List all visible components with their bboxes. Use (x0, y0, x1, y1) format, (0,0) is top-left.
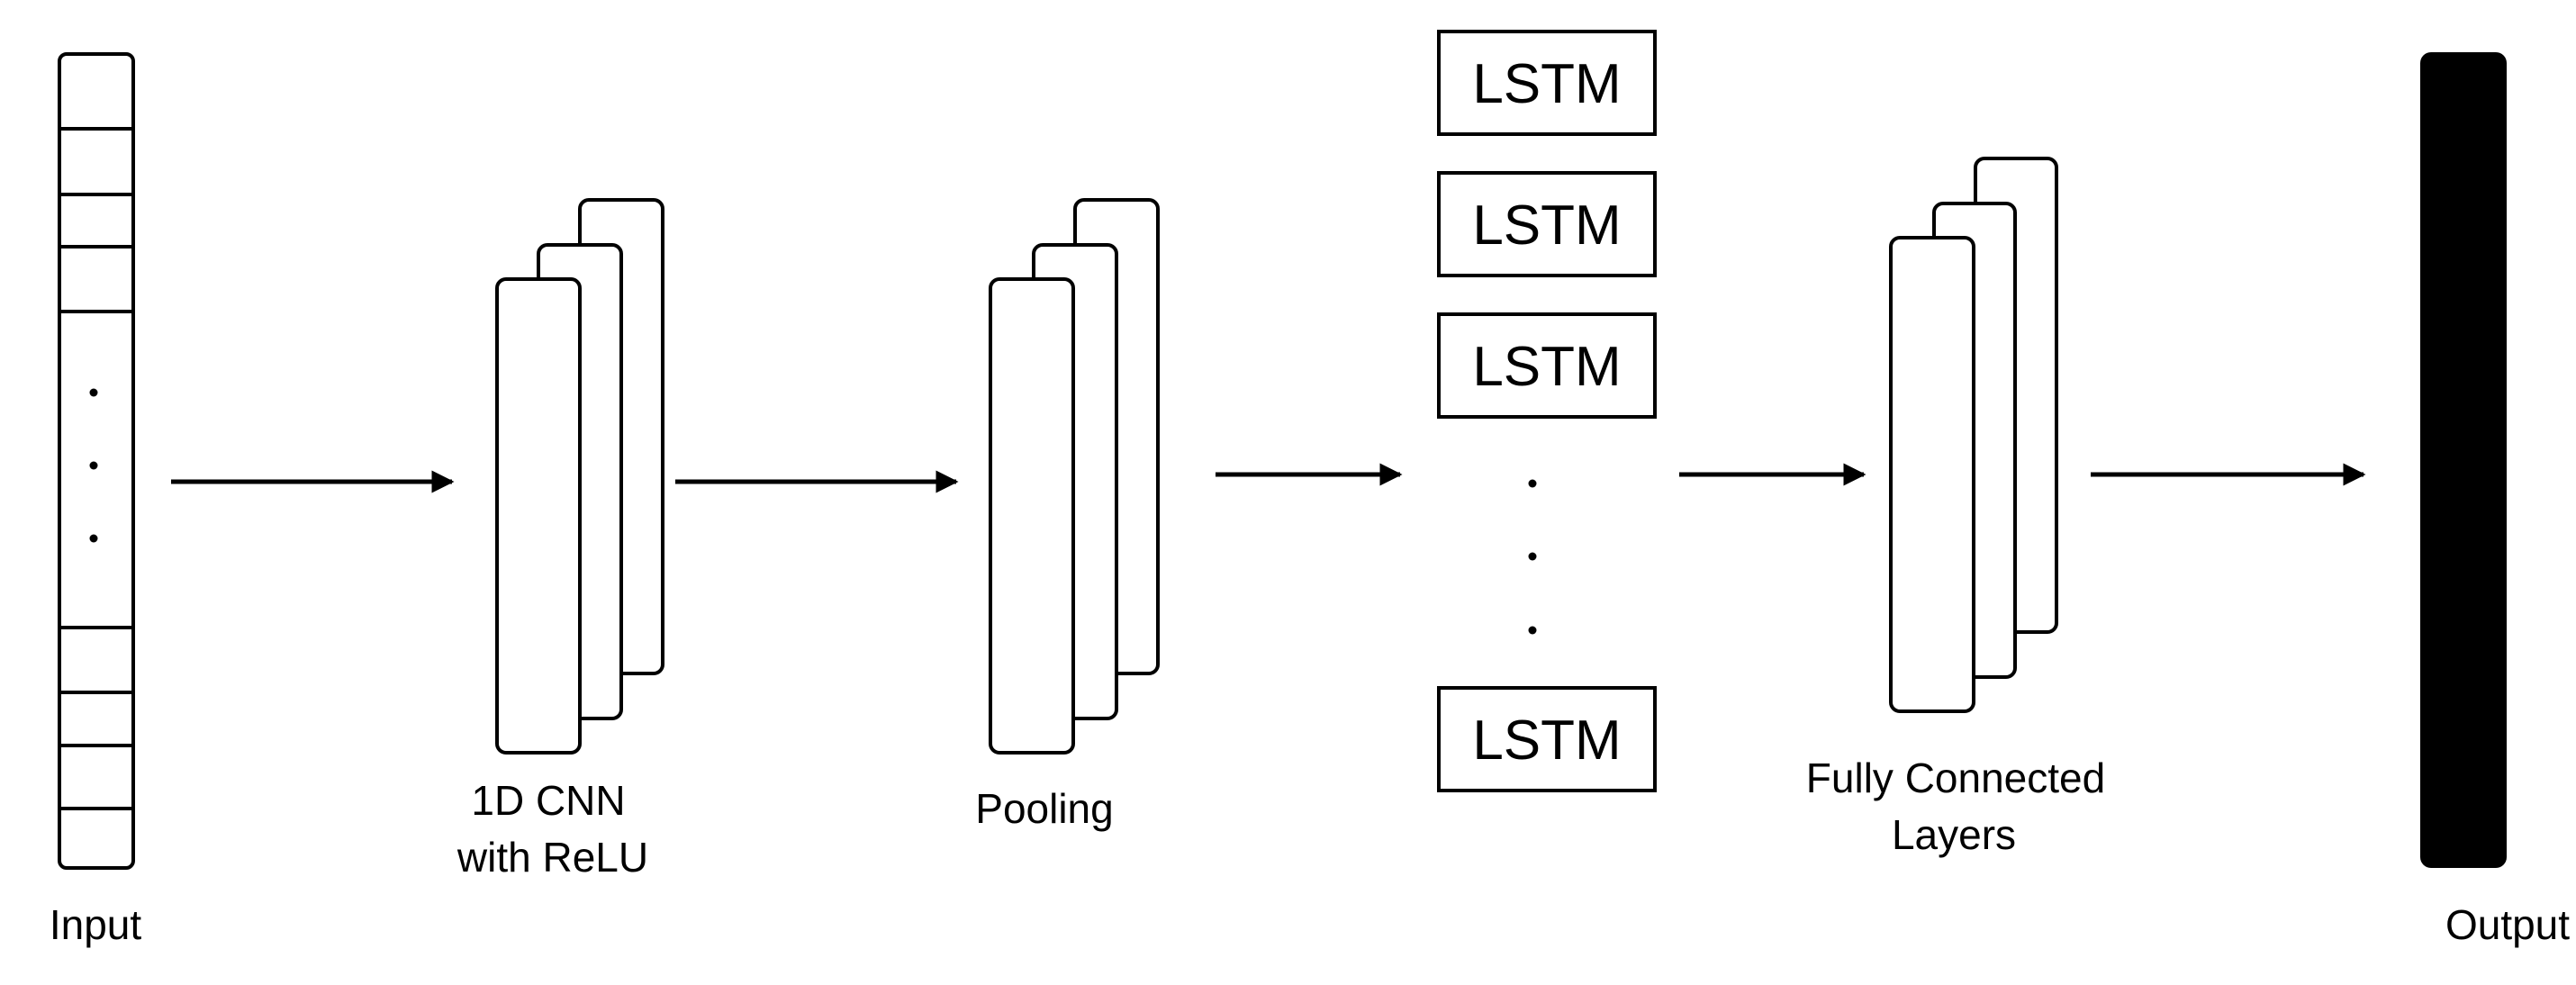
ellipsis-dot (1528, 479, 1537, 488)
fc-layer-stack (1889, 157, 2058, 713)
lstm-block: LSTM (1437, 171, 1657, 277)
svg-text:LSTM: LSTM (1472, 709, 1621, 772)
svg-text:LSTM: LSTM (1472, 194, 1621, 257)
pooling-label: Pooling (975, 785, 1113, 832)
fc-label-line1: Fully Connected (1806, 755, 2105, 801)
input-label: Input (50, 901, 142, 948)
ellipsis-dot (1528, 626, 1537, 635)
cnn-label-line1: 1D CNN (471, 777, 625, 824)
ellipsis-dot (89, 534, 98, 543)
output-label: Output (2445, 901, 2570, 948)
ellipsis-dot (1528, 552, 1537, 561)
ellipsis-dot (89, 388, 98, 397)
cnn-layer-stack (495, 198, 664, 755)
cnn-label-line2: with ReLU (456, 834, 648, 881)
fc-label-line2: Layers (1892, 811, 2016, 858)
pooling-layer-stack (989, 198, 1160, 755)
output-block (2420, 52, 2507, 868)
ellipsis-dot (89, 461, 98, 470)
input-vector (58, 52, 135, 870)
lstm-block: LSTM (1437, 686, 1657, 792)
svg-text:LSTM: LSTM (1472, 53, 1621, 115)
lstm-block: LSTM (1437, 30, 1657, 136)
svg-text:LSTM: LSTM (1472, 336, 1621, 398)
lstm-block: LSTM (1437, 312, 1657, 419)
